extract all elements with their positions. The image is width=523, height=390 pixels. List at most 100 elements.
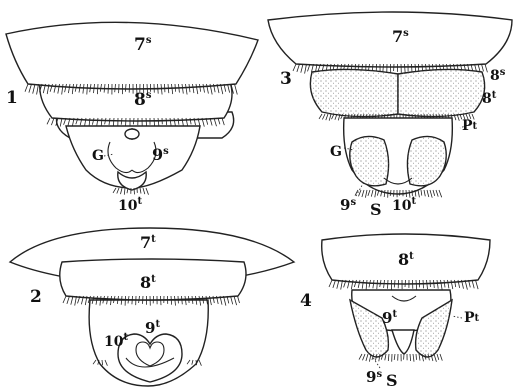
- hair-stroke: [305, 64, 307, 74]
- fig4-label-s: S: [386, 371, 398, 390]
- hair-stroke: [329, 280, 332, 287]
- hair-stroke: [359, 190, 362, 196]
- fig1-label-g: G: [92, 148, 104, 164]
- hair-stroke: [175, 84, 176, 92]
- hair-stroke: [322, 114, 325, 120]
- hair-stroke: [440, 354, 442, 361]
- fig1-label-10t: 10t: [118, 196, 142, 214]
- hair-stroke: [423, 280, 424, 288]
- fig3-label-8s: 8s: [490, 67, 506, 84]
- hair-stroke: [140, 188, 141, 194]
- fig1-central-organ: [125, 129, 139, 139]
- hair-stroke: [143, 188, 145, 194]
- hair-stroke: [319, 114, 322, 119]
- hair-stroke: [424, 190, 425, 196]
- hair-stroke: [368, 190, 370, 196]
- hair-stroke: [297, 64, 300, 72]
- hair-stroke: [146, 188, 149, 195]
- fig1-10t-tuft: [113, 188, 149, 195]
- hair-stroke: [472, 280, 474, 288]
- hair-stroke: [33, 84, 35, 94]
- fig4-label-9s: 9s: [366, 368, 382, 386]
- figure-1: [6, 22, 258, 194]
- hair-stroke: [485, 64, 487, 72]
- hair-stroke: [436, 190, 438, 197]
- hair-stroke: [362, 190, 364, 197]
- hair-stroke: [371, 190, 373, 197]
- hair-stroke: [63, 296, 66, 303]
- hair-stroke: [29, 84, 32, 93]
- hair-stroke: [235, 84, 238, 95]
- hair-stroke: [124, 188, 125, 195]
- hair-stroke: [406, 190, 407, 197]
- hair-stroke: [388, 354, 389, 361]
- hair-stroke: [47, 118, 50, 124]
- fig3-gonapophysis-right-stipple: [407, 136, 446, 185]
- fig3-label-9s: 9s: [340, 196, 356, 214]
- fig3-number: 3: [280, 69, 292, 89]
- fig3-sternite-7-plate: [268, 12, 512, 67]
- hair-stroke: [121, 188, 123, 194]
- fig3-label-8t: 8t: [482, 90, 497, 107]
- fig3-label-pt: Pt: [462, 118, 478, 134]
- fig3-label-10t: 10t: [392, 196, 416, 214]
- hair-stroke: [154, 118, 155, 126]
- fig4-leader-pt: [452, 316, 462, 318]
- hair-stroke: [410, 354, 411, 361]
- hair-stroke: [365, 190, 367, 198]
- hair-stroke: [421, 190, 422, 196]
- fig2-number: 2: [30, 287, 42, 307]
- hair-stroke: [359, 354, 362, 360]
- hair-stroke: [388, 280, 389, 289]
- hair-stroke: [238, 296, 240, 303]
- hair-stroke: [433, 190, 435, 196]
- hair-stroke: [413, 354, 414, 362]
- fig3-tergite-8-right-stipple: [398, 69, 485, 116]
- hair-stroke: [134, 188, 135, 194]
- fig4-number: 4: [300, 291, 312, 311]
- hair-stroke: [366, 354, 368, 361]
- hair-stroke: [476, 280, 479, 289]
- fig1-number: 1: [6, 88, 18, 108]
- hair-stroke: [161, 296, 162, 305]
- hair-stroke: [108, 84, 109, 94]
- fig3-gonapophysis-left-stipple: [350, 136, 389, 185]
- fig3-label-s: S: [370, 200, 382, 219]
- hair-stroke: [430, 190, 432, 198]
- hair-stroke: [51, 118, 54, 125]
- hair-stroke: [329, 114, 331, 121]
- hair-stroke: [333, 280, 336, 288]
- figure-3: [268, 12, 512, 198]
- hair-stroke: [412, 64, 413, 72]
- hair-stroke: [234, 296, 237, 305]
- hair-stroke: [427, 190, 429, 197]
- hair-stroke: [199, 360, 201, 366]
- hair-stroke: [482, 64, 484, 71]
- fig4-label-pt: Pt: [464, 310, 480, 326]
- hair-stroke: [439, 190, 442, 197]
- hair-stroke: [385, 354, 386, 360]
- hair-stroke: [143, 296, 144, 304]
- hair-stroke: [416, 354, 417, 360]
- hair-stroke: [363, 354, 366, 360]
- hair-stroke: [113, 188, 116, 193]
- fig4-central-process: [392, 330, 414, 354]
- hair-stroke: [326, 114, 328, 120]
- hair-stroke: [67, 296, 70, 304]
- hair-stroke: [93, 360, 96, 364]
- hair-stroke: [293, 64, 296, 71]
- fig3-tergite-8-left-stipple: [310, 69, 398, 116]
- hair-stroke: [117, 188, 119, 194]
- hair-stroke: [405, 280, 406, 287]
- hair-stroke: [419, 354, 420, 361]
- hair-stroke: [25, 84, 28, 92]
- hair-stroke: [418, 190, 419, 197]
- hair-stroke: [437, 354, 439, 360]
- figure-2: [10, 228, 294, 386]
- hair-stroke: [394, 354, 395, 360]
- fig3-label-g: G: [330, 144, 342, 160]
- hair-stroke: [71, 296, 73, 305]
- fig1-sternite-7-plate: [6, 22, 258, 89]
- hair-stroke: [301, 64, 303, 73]
- hair-stroke: [375, 190, 376, 197]
